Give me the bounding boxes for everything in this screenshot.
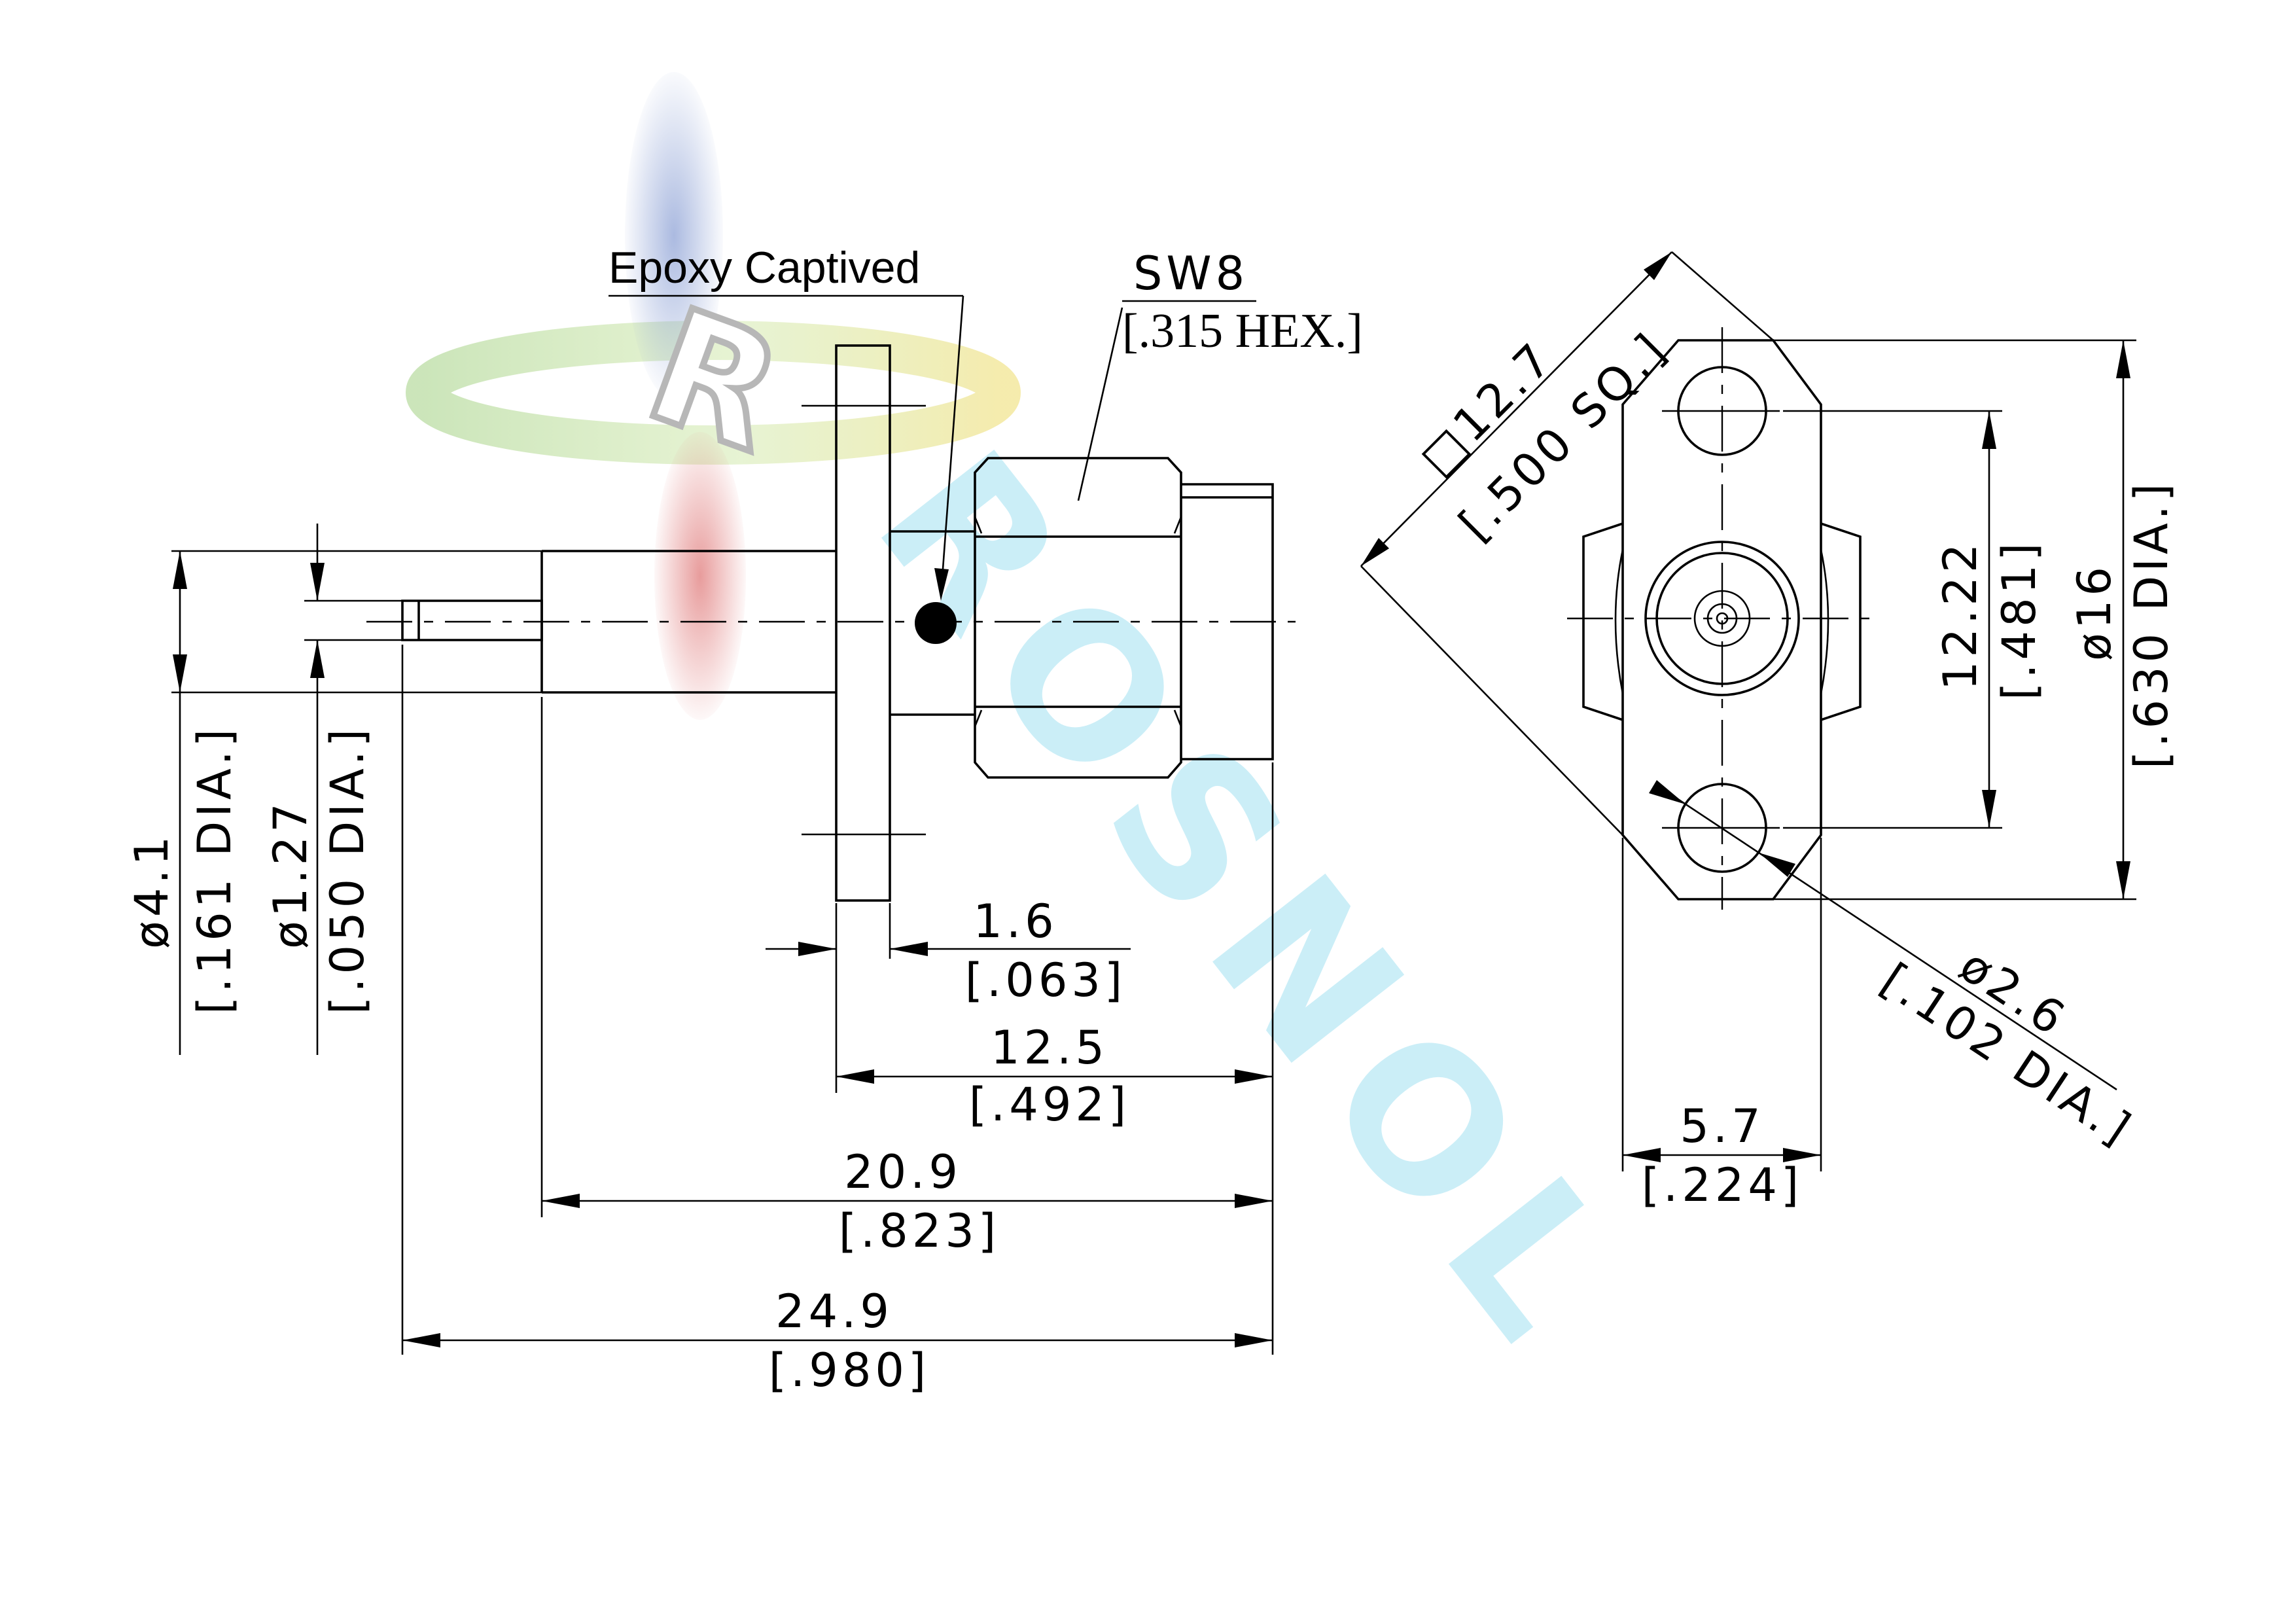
dim-flange-thickness-inch: [.063] bbox=[965, 954, 1126, 1007]
dim-body-dia: ø4.1 [.161 DIA.] bbox=[125, 551, 241, 1055]
dim-body-dia-inch: [.161 DIA.] bbox=[188, 725, 241, 1014]
dim-flange-thickness: 1.6 [.063] bbox=[766, 895, 1131, 1007]
dim-flange-width-inch: [.224] bbox=[1642, 1158, 1803, 1212]
flange-outline bbox=[1621, 339, 1822, 901]
dim-hole-spacing-mm: 12.22 bbox=[1934, 540, 1987, 690]
epoxy-dot bbox=[915, 602, 957, 644]
dim-body-length-inch: [.823] bbox=[839, 1204, 1000, 1258]
dim-overall-length: 24.9 [.980] bbox=[402, 1285, 1273, 1397]
watermark-logo: R bbox=[406, 72, 1021, 720]
dim-hole-spacing-inch: [.481] bbox=[1992, 539, 2046, 700]
center-pin bbox=[401, 599, 543, 641]
hex-nut bbox=[974, 457, 1182, 779]
side-view: Epoxy Captived SW8 [.315 HEX.] ø4.1 [. bbox=[125, 243, 1363, 1397]
dim-flange-dia: ø16 [.630 DIA.] bbox=[1767, 339, 2178, 901]
dim-overall-length-mm: 24.9 bbox=[775, 1285, 893, 1338]
dim-flange-width: 5.7 [.224] bbox=[1621, 838, 1822, 1212]
dim-body-dia-mm: ø4.1 bbox=[125, 832, 179, 949]
dim-flange-width-mm: 5.7 bbox=[1680, 1099, 1764, 1153]
epoxy-callout: Epoxy Captived bbox=[609, 243, 964, 601]
watermark-logo-letter: R bbox=[627, 274, 803, 487]
dim-flange-to-end-mm: 12.5 bbox=[991, 1021, 1108, 1075]
dim-flange-to-end-inch: [.492] bbox=[969, 1078, 1130, 1132]
dim-pin-dia: ø1.27 [.050 DIA.] bbox=[264, 524, 374, 1055]
dim-overall-length-inch: [.980] bbox=[769, 1344, 930, 1397]
dim-body-length-mm: 20.9 bbox=[844, 1145, 962, 1199]
dim-body-length: 20.9 [.823] bbox=[542, 1145, 1273, 1258]
dim-flange-dia-mm: ø16 bbox=[2068, 563, 2121, 661]
dim-flange-to-end: 12.5 [.492] bbox=[836, 1021, 1273, 1132]
hex-callout: SW8 [.315 HEX.] bbox=[1077, 247, 1363, 501]
flange bbox=[835, 344, 891, 902]
hex-size-label: SW8 bbox=[1133, 247, 1248, 300]
dim-flange-dia-inch: [.630 DIA.] bbox=[2125, 480, 2178, 769]
dim-pin-dia-mm: ø1.27 bbox=[264, 799, 317, 949]
epoxy-label: Epoxy Captived bbox=[609, 243, 920, 293]
dim-flange-thickness-mm: 1.6 bbox=[973, 895, 1057, 948]
neck bbox=[890, 530, 975, 716]
dim-hole-spacing: 12.22 [.481] bbox=[1783, 410, 2046, 829]
dim-pin-dia-inch: [.050 DIA.] bbox=[321, 725, 374, 1014]
hex-size-inch-label: [.315 HEX.] bbox=[1122, 304, 1363, 358]
